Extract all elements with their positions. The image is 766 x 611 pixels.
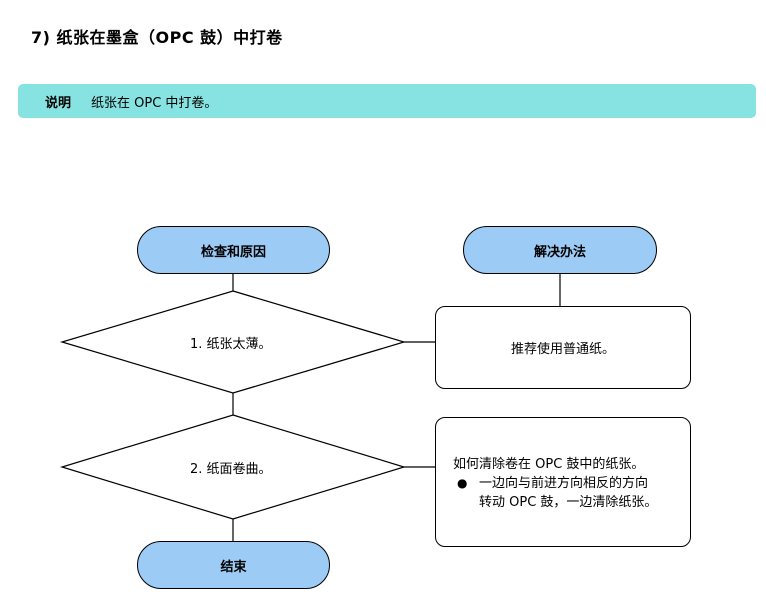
solution-box-2: 如何清除卷在 OPC 鼓中的纸张。 ● 一边向与前进方向相反的方向 转动 OPC… <box>435 417 691 547</box>
solution-header: 解决办法 <box>463 226 657 274</box>
solution-2-bullet-line-1: 一边向与前进方向相反的方向 <box>479 476 649 491</box>
end-terminal: 结束 <box>137 541 330 589</box>
check-2-label: 2. 纸面卷曲。 <box>190 462 272 477</box>
description-bar: 说明 纸张在 OPC 中打卷。 <box>18 84 756 118</box>
description-text: 纸张在 OPC 中打卷。 <box>91 95 218 111</box>
solution-2-bullet: ● 一边向与前进方向相反的方向 转动 OPC 鼓，一边清除纸张。 <box>453 474 657 512</box>
solution-1-text: 推荐使用普通纸。 <box>510 342 615 357</box>
check-cause-header: 检查和原因 <box>137 226 330 274</box>
solution-2-bullet-line-2: 转动 OPC 鼓，一边清除纸张。 <box>479 495 658 510</box>
page-title: 7) 纸张在墨盒（OPC 鼓）中打卷 <box>31 28 283 47</box>
description-label: 说明 <box>45 95 72 111</box>
solution-2-intro: 如何清除卷在 OPC 鼓中的纸张。 <box>453 457 645 472</box>
bullet-icon: ● <box>457 476 468 490</box>
check-1-label: 1. 纸张太薄。 <box>190 337 272 352</box>
solution-box-1: 推荐使用普通纸。 <box>435 306 691 389</box>
